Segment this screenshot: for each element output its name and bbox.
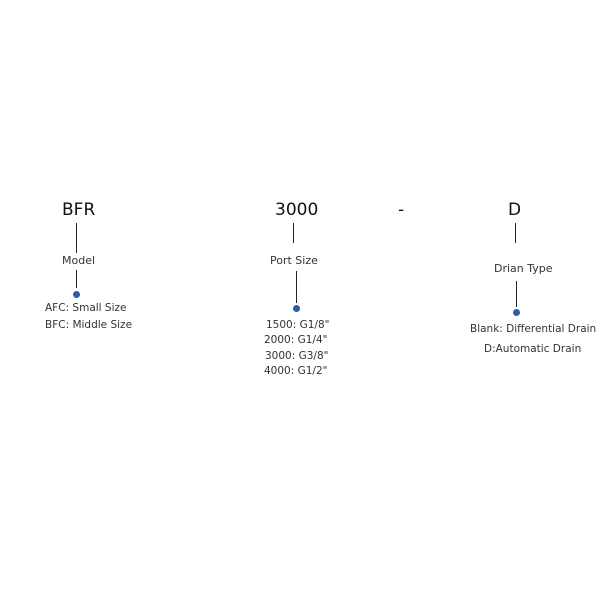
drain-type-option: Blank: Differential Drain bbox=[470, 323, 597, 335]
connector-line bbox=[293, 223, 294, 243]
separator-dash: - bbox=[398, 200, 405, 220]
bullet-dot-icon bbox=[513, 309, 520, 316]
connector-line bbox=[296, 271, 297, 303]
bullet-dot-icon bbox=[293, 305, 300, 312]
drain-type-label: Drian Type bbox=[494, 262, 553, 275]
connector-line bbox=[515, 223, 516, 243]
port-size-option: 4000: G1/2" bbox=[264, 365, 328, 377]
connector-line bbox=[516, 281, 517, 307]
port-size-option: 1500: G1/8" bbox=[266, 319, 330, 331]
port-size-option: 2000: G1/4" bbox=[264, 334, 328, 346]
drain-type-code: D bbox=[508, 200, 522, 220]
connector-line bbox=[76, 223, 77, 253]
model-option: AFC: Small Size bbox=[45, 302, 127, 314]
port-size-option: 3000: G3/8" bbox=[265, 350, 329, 362]
model-code: BFR bbox=[62, 200, 96, 220]
drain-type-option: D:Automatic Drain bbox=[484, 343, 582, 355]
model-label: Model bbox=[62, 254, 96, 267]
bullet-dot-icon bbox=[73, 291, 80, 298]
port-size-label: Port Size bbox=[270, 254, 318, 267]
port-size-code: 3000 bbox=[275, 200, 319, 220]
connector-line bbox=[76, 270, 77, 288]
model-option: BFC: Middle Size bbox=[45, 319, 133, 331]
